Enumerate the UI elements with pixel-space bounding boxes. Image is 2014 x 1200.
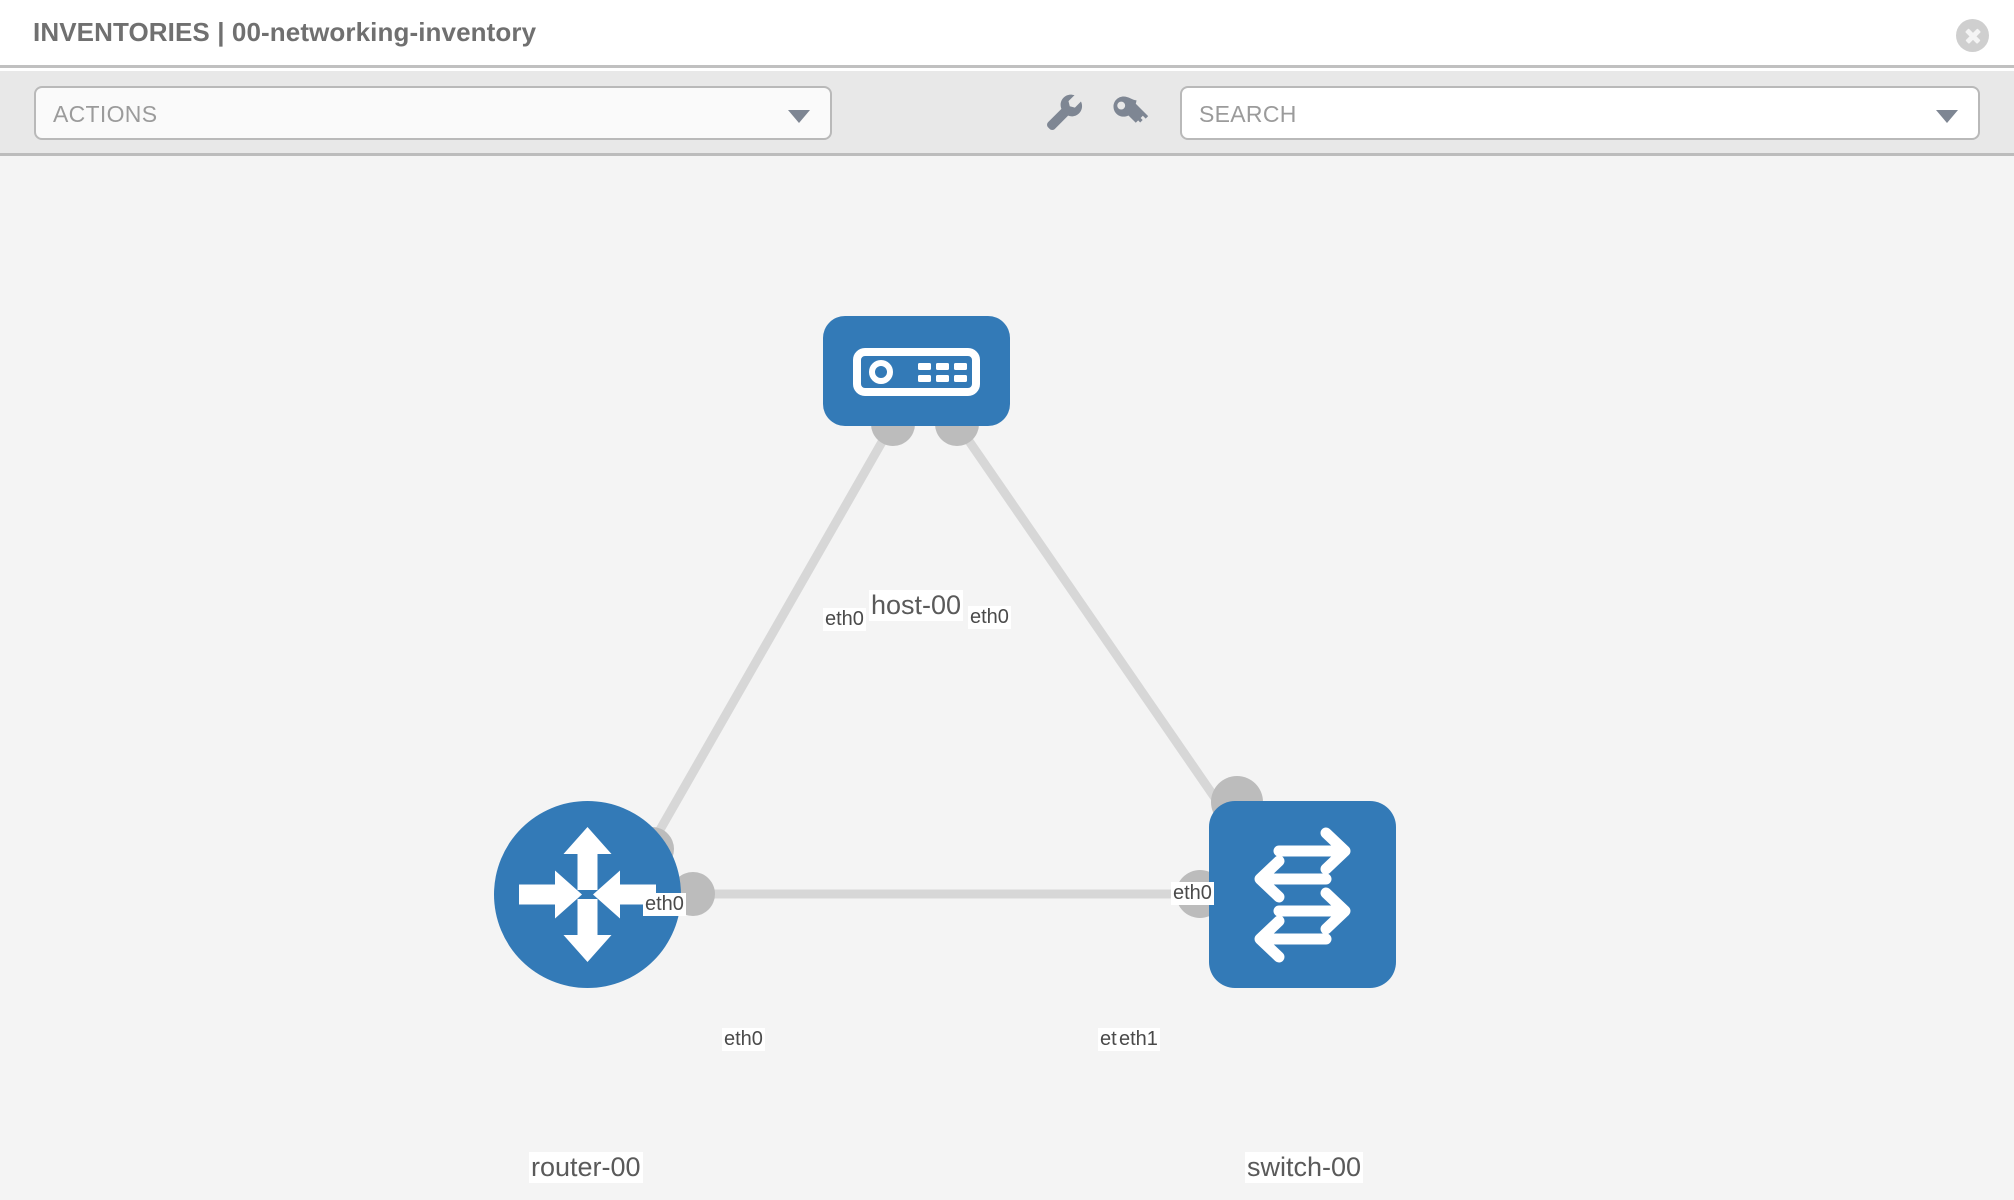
node-label-switch-00: switch-00 xyxy=(1245,1152,1364,1183)
wrench-icon[interactable] xyxy=(1042,91,1086,135)
toolbar: ACTIONS SEARCH xyxy=(0,71,2014,156)
interface-label-router-up: eth0 xyxy=(643,893,686,916)
server-icon xyxy=(853,348,980,396)
interface-label-router-right: eth0 xyxy=(722,1028,765,1051)
edge-host-switch xyxy=(956,425,1259,859)
search-placeholder: SEARCH xyxy=(1199,101,1297,127)
router-icon xyxy=(519,827,656,962)
chevron-down-icon xyxy=(788,110,810,123)
key-icon[interactable] xyxy=(1108,91,1152,135)
node-label-router-00: router-00 xyxy=(529,1152,643,1183)
topology-edges xyxy=(630,402,1263,918)
page-title: INVENTORIES | 00-networking-inventory xyxy=(33,17,537,47)
interface-label-host-right: eth0 xyxy=(968,606,1011,629)
node-host-00[interactable] xyxy=(823,316,1010,426)
titlebar: INVENTORIES | 00-networking-inventory xyxy=(0,0,2014,68)
node-label-host-00: host-00 xyxy=(869,590,964,621)
search-input[interactable]: SEARCH xyxy=(1180,86,1980,140)
edge-host-router xyxy=(641,425,894,859)
interface-label-switch-left-eth1: eth1 xyxy=(1117,1028,1160,1051)
chevron-down-icon xyxy=(1936,110,1958,123)
actions-dropdown[interactable]: ACTIONS xyxy=(34,86,832,140)
topology-canvas[interactable]: host-00 router-00 switch-00 eth0 eth0 et… xyxy=(0,156,2014,1200)
actions-dropdown-label: ACTIONS xyxy=(53,101,158,127)
interface-label-switch-up: eth0 xyxy=(1171,882,1214,905)
close-icon[interactable] xyxy=(1956,19,1989,52)
node-switch-00[interactable] xyxy=(1209,801,1396,988)
switch-icon xyxy=(1254,827,1351,963)
interface-label-host-left: eth0 xyxy=(823,608,866,631)
